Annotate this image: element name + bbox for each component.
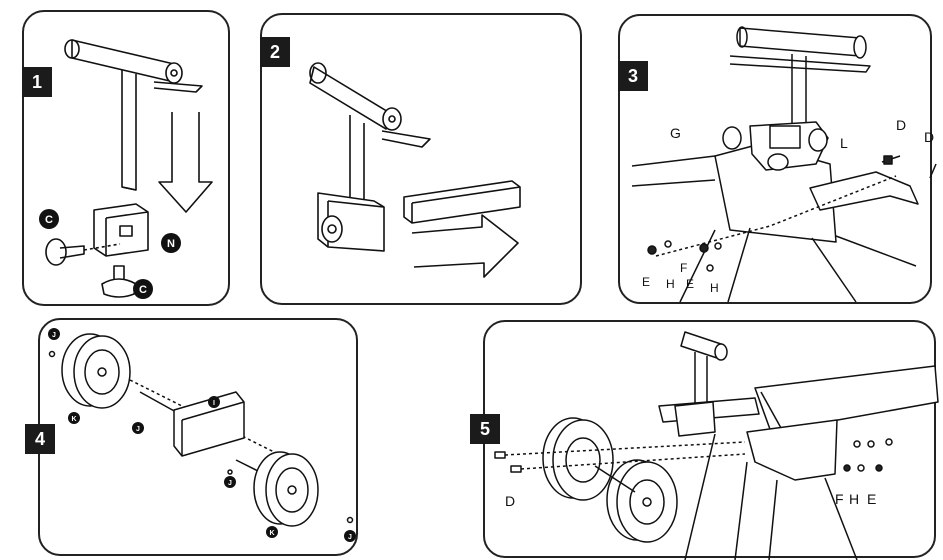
step-3-panel: 3 — [618, 14, 937, 304]
callout-j1: J — [48, 328, 60, 340]
label-h1: H — [666, 277, 675, 291]
label-e: E — [867, 491, 876, 507]
step-4-illustration: J K J I J K J — [48, 328, 356, 542]
svg-text:K: K — [269, 530, 274, 537]
label-d2: D — [924, 129, 934, 145]
step-4-badge: 4 — [25, 424, 55, 454]
callout-c-top: C — [39, 209, 59, 229]
svg-text:C: C — [45, 214, 53, 226]
callout-n: N — [161, 233, 181, 253]
label-f: F — [680, 261, 687, 275]
step-1-badge: 1 — [22, 67, 52, 97]
svg-text:J: J — [348, 534, 352, 541]
step-5-illustration: D F H E — [494, 331, 939, 560]
svg-text:J: J — [52, 332, 56, 339]
label-h2: H — [710, 281, 719, 295]
callout-j3: J — [224, 476, 236, 488]
callout-c-bottom: C — [133, 279, 153, 299]
step-4-panel: 4 J — [25, 318, 358, 556]
callout-k2: K — [266, 526, 278, 538]
label-d: D — [505, 493, 515, 509]
svg-text:J: J — [228, 480, 232, 487]
step-2-illustration — [309, 62, 521, 278]
callout-i: I — [208, 396, 220, 408]
svg-text:N: N — [167, 238, 175, 250]
label-h: H — [849, 491, 859, 507]
label-f: F — [835, 491, 844, 507]
svg-text:J: J — [136, 426, 140, 433]
step-5-panel: 5 — [470, 320, 939, 560]
step-2-badge: 2 — [260, 37, 290, 67]
step-3-illustration: G D D L E H F E H — [631, 26, 937, 303]
label-e1: E — [642, 275, 650, 289]
step-5-badge: 5 — [470, 414, 500, 444]
step-3-badge: 3 — [618, 61, 648, 91]
label-g: G — [670, 125, 681, 141]
label-e2: E — [686, 277, 694, 291]
step-1-illustration: C N C — [39, 39, 213, 299]
callout-j2: J — [132, 422, 144, 434]
svg-text:C: C — [139, 284, 147, 296]
label-l: L — [840, 135, 848, 151]
svg-text:I: I — [213, 400, 215, 407]
callout-k1: K — [68, 412, 80, 424]
step-1-panel: 1 — [22, 10, 230, 306]
label-d1: D — [896, 117, 906, 133]
step-2-panel: 2 — [260, 13, 582, 305]
svg-text:K: K — [71, 416, 76, 423]
callout-j4: J — [344, 530, 356, 542]
